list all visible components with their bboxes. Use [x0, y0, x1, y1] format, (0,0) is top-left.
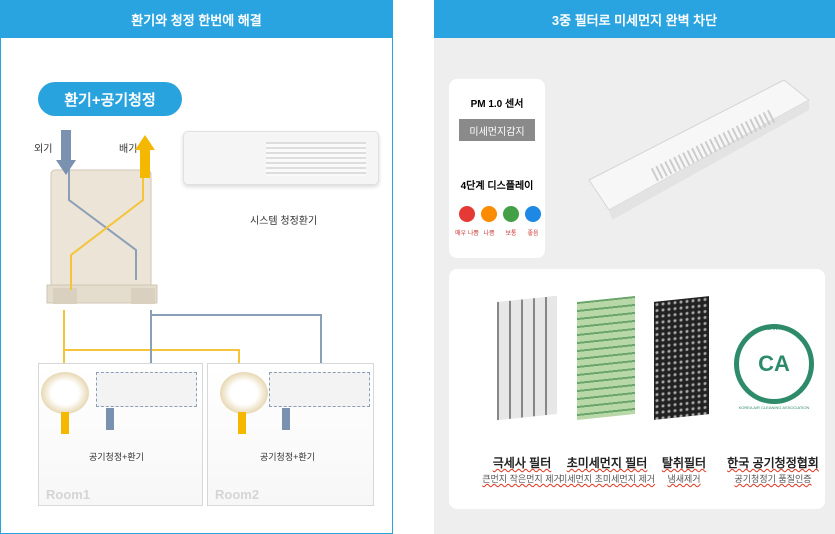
filter-desc-4: 공기청정기 품질인증	[734, 474, 812, 484]
display-title: 4단계 디스플레이	[460, 181, 534, 192]
level-label-2: 나쁨	[483, 231, 495, 237]
ultrafine-filter-image	[577, 295, 635, 421]
room1-purifier	[41, 372, 89, 414]
filter-card: CA CLEAN AIR KOREA AIR CLEANING ASSOCIAT…	[449, 269, 825, 509]
outdoor-air-arrow	[56, 160, 76, 175]
room1-up-arrow	[61, 412, 69, 434]
outdoor-air-label: 외기	[34, 144, 53, 155]
room1-caption: 공기청정+환기	[89, 452, 144, 462]
room2-ceiling-unit	[269, 372, 370, 407]
system-caption: 시스템 청정환기	[250, 216, 318, 227]
filter-title-1: 극세사 필터	[492, 456, 552, 470]
room2-up-arrow	[238, 412, 246, 434]
ventilation-diagram	[46, 130, 322, 370]
room1-down-arrow	[106, 408, 114, 430]
level-dot-2	[481, 206, 497, 222]
room2-caption: 공기청정+환기	[260, 452, 315, 462]
level-dot-4	[525, 206, 541, 222]
sensor-badge: 미세먼지감지	[459, 119, 535, 141]
right-header: 3중 필터로 미세먼지 완벽 차단	[434, 0, 835, 38]
room1-label: Room1	[46, 487, 91, 502]
filter-title-4: 한국 공기청정협회	[727, 456, 819, 470]
filter-desc-1: 큰먼지 작은먼지 제거	[482, 474, 562, 484]
logo-top-text: CLEAN AIR	[760, 326, 788, 332]
level-dot-3	[503, 206, 519, 222]
sensor-title: PM 1.0 센서	[470, 99, 524, 110]
filter-desc-3: 냄새제거	[667, 474, 701, 484]
kaca-logo: CA	[734, 324, 814, 404]
filter-title-3: 탈취필터	[661, 456, 707, 470]
ceiling-purifier-image	[588, 79, 810, 220]
microfiber-filter-image	[497, 295, 557, 421]
level-label-1: 매우 나쁨	[455, 231, 479, 237]
right-panel: 3중 필터로 미세먼지 완벽 차단 PM 1.0 센서 미세먼지감지 4단계 디…	[434, 0, 835, 534]
level-label-3: 보통	[505, 231, 517, 237]
room1-ceiling-unit	[96, 372, 197, 407]
deodorizing-filter-image	[654, 296, 709, 420]
exhaust-arrow	[135, 135, 155, 150]
left-header: 환기와 청정 한번에 해결	[1, 0, 392, 38]
filter-desc-2: 미세먼지 초미세먼지 제거	[558, 474, 656, 484]
logo-ring-text: KOREA AIR CLEANING ASSOCIATION	[738, 405, 810, 410]
sensor-card: PM 1.0 센서 미세먼지감지 4단계 디스플레이 매우 나쁨 나쁨 보통 좋…	[449, 79, 545, 258]
ventilation-purify-pill: 환기+공기청정	[38, 82, 182, 116]
level-label-4: 좋음	[527, 231, 539, 237]
left-panel: 환기와 청정 한번에 해결 환기+공기청정 외기 배기 시스템 청정환기 공기청…	[0, 0, 393, 534]
room2-down-arrow	[282, 408, 290, 430]
exhaust-label: 배기	[119, 144, 138, 155]
system-purifier-unit	[183, 131, 379, 185]
room2-label: Room2	[215, 487, 260, 502]
filter-title-2: 초미세먼지 필터	[566, 456, 648, 470]
logo-mark: CA	[758, 351, 790, 376]
room2-purifier	[220, 372, 268, 414]
level-dot-1	[459, 206, 475, 222]
